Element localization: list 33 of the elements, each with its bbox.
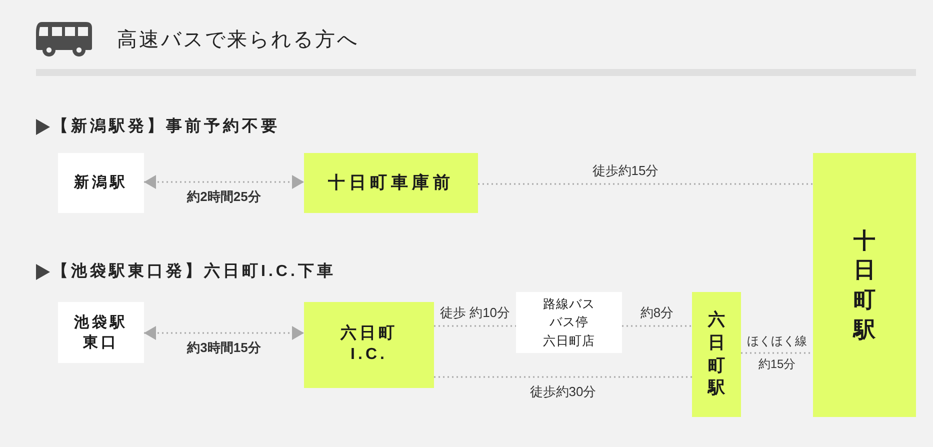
edge-label: ほくほく線約15分 xyxy=(746,333,808,373)
place-name: 十日町駅 xyxy=(854,226,876,344)
origin-box xyxy=(58,302,144,363)
stop-box xyxy=(516,292,622,353)
origin-box xyxy=(58,153,144,213)
place-name: バス停 xyxy=(550,314,588,332)
place-name: 六日町駅 xyxy=(708,308,725,400)
place-name: 六日町I.C. xyxy=(339,324,398,365)
double-arrow xyxy=(144,175,304,189)
stop-box xyxy=(304,153,478,213)
place-name: 路線バス xyxy=(543,296,595,314)
double-arrow xyxy=(144,326,304,340)
stop-box xyxy=(304,302,434,388)
place-name: 新潟駅 xyxy=(74,173,128,193)
section-heading: 【新潟駅発】事前予約不要 xyxy=(52,117,280,137)
dotted-connector xyxy=(741,352,813,354)
place-name: 六日町店 xyxy=(543,332,595,350)
edge-label: 約2時間25分 xyxy=(185,188,263,205)
station-box xyxy=(692,292,741,417)
edge-label: 徒歩約15分 xyxy=(590,162,661,179)
place-name: 池袋駅東口 xyxy=(73,313,129,352)
edge-label: 徒歩約30分 xyxy=(528,383,598,400)
dotted-connector xyxy=(434,376,692,378)
section-heading: 【池袋駅東口発】六日町I.C.下車 xyxy=(52,262,336,282)
edge-label: 約3時間15分 xyxy=(185,339,263,356)
station-box xyxy=(813,153,916,417)
place-name: 十日町車庫前 xyxy=(328,172,454,194)
dotted-connector xyxy=(434,325,516,327)
edge-label: 約8分 xyxy=(638,304,676,321)
edge-label: 徒歩 約10分 xyxy=(438,304,512,321)
page-title: 高速バスで来られる方へ xyxy=(117,28,359,52)
dotted-connector xyxy=(622,325,692,327)
dotted-connector xyxy=(478,183,813,185)
